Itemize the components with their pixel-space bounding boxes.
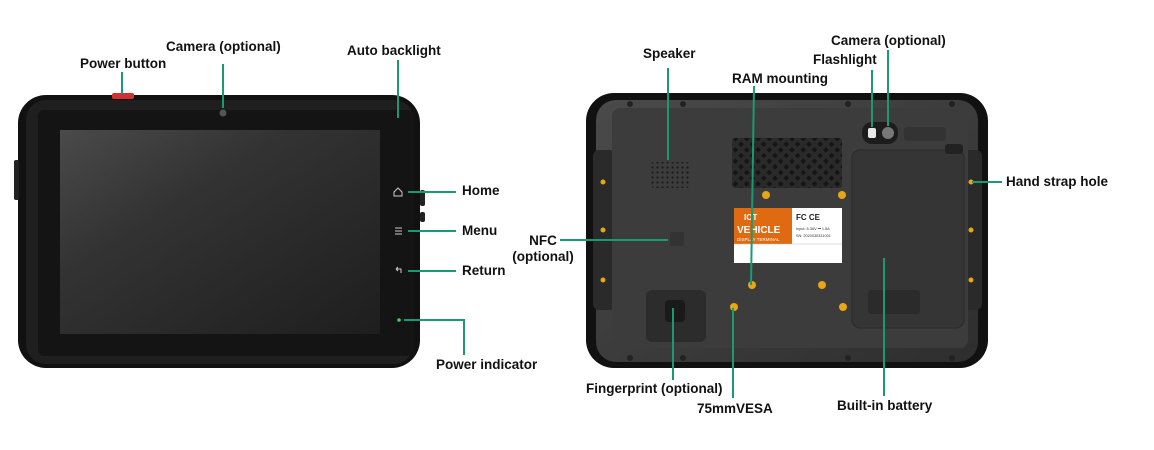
back-leader-lines — [560, 50, 1002, 398]
label-return: Return — [462, 263, 506, 278]
label-battery: Built-in battery — [837, 398, 933, 413]
label-home: Home — [462, 183, 500, 198]
battery-panel — [851, 149, 965, 329]
sticker-logo: IOT — [744, 213, 757, 222]
label-front-camera: Camera (optional) — [166, 39, 281, 54]
sticker-title: VEHICLE — [737, 225, 781, 236]
speaker-grill — [650, 162, 690, 188]
label-fingerprint: Fingerprint (optional) — [586, 381, 723, 396]
label-flashlight: Flashlight — [813, 52, 877, 67]
sticker-spec-2: SN: 2020030331001 — [796, 234, 831, 238]
label-nfc: NFC (optional) — [512, 233, 574, 264]
label-speaker: Speaker — [643, 46, 696, 61]
sticker-spec-1: Input: 8-36V ⎓ 1.5A — [796, 227, 830, 231]
label-menu: Menu — [462, 223, 498, 238]
front-tablet — [14, 93, 425, 368]
front-screen — [60, 130, 380, 334]
vesa-screws — [600, 179, 974, 311]
menu-icon — [395, 227, 402, 235]
back-tablet: IOT VEHICLE DISPLAY TERMINAL FC CE Input… — [586, 93, 988, 368]
label-sticker: IOT VEHICLE DISPLAY TERMINAL FC CE Input… — [734, 208, 842, 263]
flashlight — [868, 128, 876, 138]
back-screws — [627, 101, 955, 361]
label-vesa: 75mmVESA — [697, 401, 773, 416]
return-icon — [395, 266, 402, 273]
label-ram-mounting: RAM mounting — [732, 71, 828, 86]
label-back-camera: Camera (optional) — [831, 33, 946, 48]
sticker-subtitle: DISPLAY TERMINAL — [737, 237, 780, 242]
label-auto-backlight: Auto backlight — [347, 43, 441, 58]
nfc-area — [670, 232, 684, 246]
sticker-marks: FC CE — [796, 213, 821, 222]
label-power-indicator: Power indicator — [436, 357, 538, 372]
power-button — [112, 93, 134, 99]
home-icon — [393, 187, 403, 197]
ram-mount-vent — [732, 138, 842, 188]
power-indicator-led — [397, 318, 401, 322]
label-power-button: Power button — [80, 56, 167, 71]
rear-camera — [882, 127, 894, 139]
front-camera — [219, 109, 227, 117]
front-leader-lines — [121, 60, 465, 355]
label-hand-strap-hole: Hand strap hole — [1006, 174, 1109, 189]
hand-strap-hole — [945, 144, 963, 154]
